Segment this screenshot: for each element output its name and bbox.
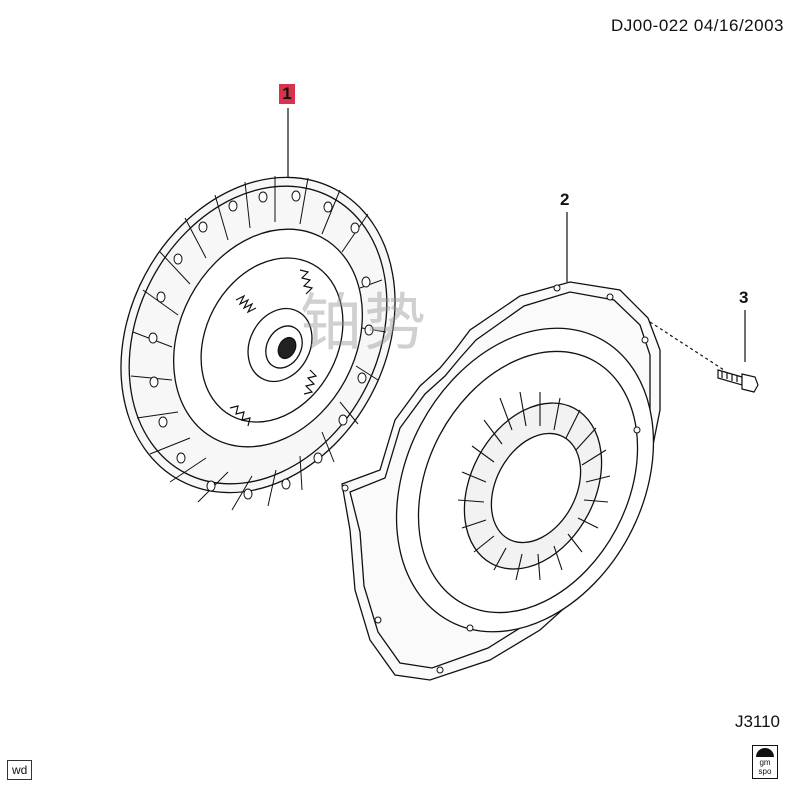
document-id: DJ00-022 04/16/2003 <box>610 16 784 35</box>
figure-code: J3110 <box>734 712 780 731</box>
pressure-plate <box>341 281 661 681</box>
callout-3: 3 <box>739 288 749 307</box>
callout-2: 2 <box>560 190 570 209</box>
view-label: wd <box>7 760 33 780</box>
callout-1: 1 <box>279 84 295 104</box>
bolt <box>649 321 759 393</box>
clutch-disc <box>120 176 396 511</box>
watermark: 铂势 <box>300 286 429 359</box>
